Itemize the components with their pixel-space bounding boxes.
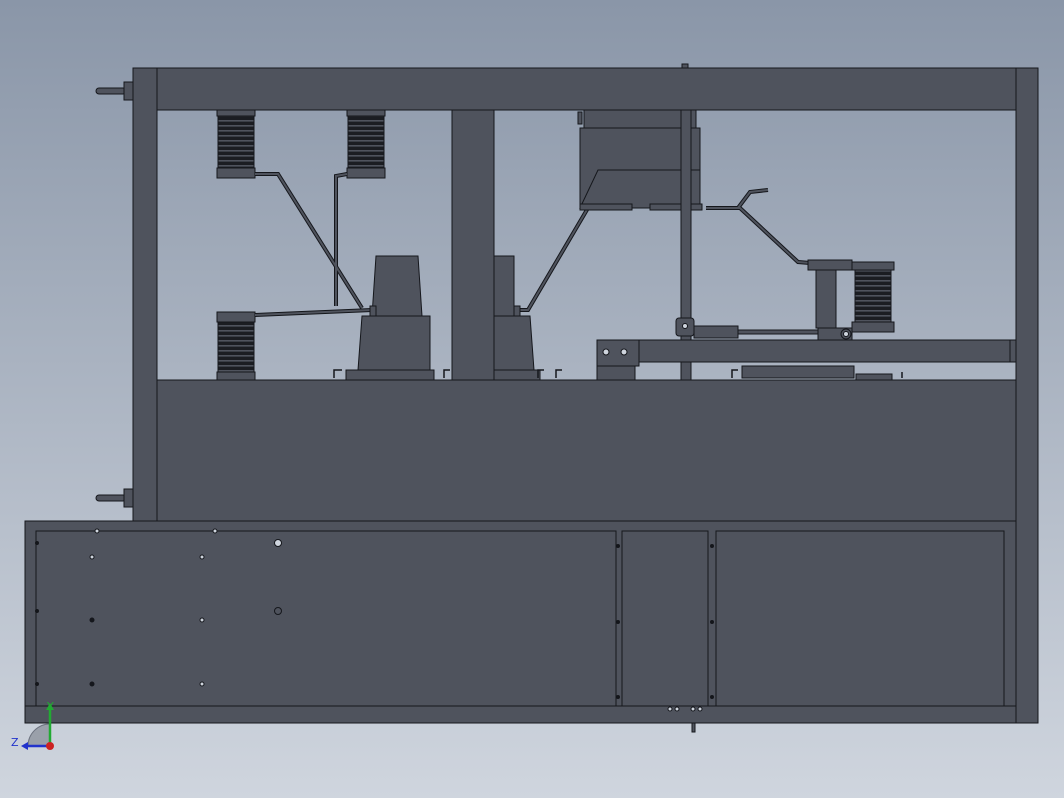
frame-left-post (132, 67, 158, 524)
drive-rod-pin (682, 323, 688, 329)
beam-bracket (596, 339, 640, 381)
z-axis-label: Z (11, 736, 19, 749)
lower-plate (741, 365, 855, 379)
operating-mechanism (577, 109, 703, 211)
bottom-tab (691, 722, 696, 733)
base-left-door (35, 530, 617, 707)
lower-plate-small (855, 373, 893, 381)
insulator-lower-left (216, 311, 256, 381)
orientation-triad[interactable]: Y Z (11, 700, 54, 750)
middle-panel (156, 379, 1017, 524)
cabinet-model (24, 63, 1039, 733)
base-center-door (621, 530, 709, 707)
small-top-stud (681, 63, 689, 69)
base-clips (333, 369, 903, 378)
insulator-upper-left (216, 109, 256, 179)
x-axis-dot (46, 742, 54, 750)
base-right-door (715, 530, 1005, 707)
post-insulator-right (493, 255, 541, 381)
beam-end-cap (1009, 339, 1017, 363)
busbar-links-inner (254, 173, 849, 316)
clevis-link (693, 325, 739, 339)
mounting-stud-top (95, 81, 135, 101)
insulator-right (807, 259, 895, 341)
center-column (451, 109, 495, 381)
support-beam (635, 339, 1017, 363)
base-fasteners (35, 528, 714, 712)
y-axis-label: Y (46, 700, 54, 713)
y-arrow-head (46, 703, 54, 710)
base-bottom-rail (24, 705, 1017, 724)
post-insulator-left (345, 255, 435, 381)
insulator-upper-middle (346, 109, 386, 179)
frame-top-beam (156, 67, 1017, 111)
link-rod (737, 329, 823, 335)
drive-rod (680, 109, 692, 381)
frame-right-post (1015, 67, 1039, 724)
z-arrow-head (21, 742, 28, 750)
mounting-stud-bottom (95, 488, 135, 508)
